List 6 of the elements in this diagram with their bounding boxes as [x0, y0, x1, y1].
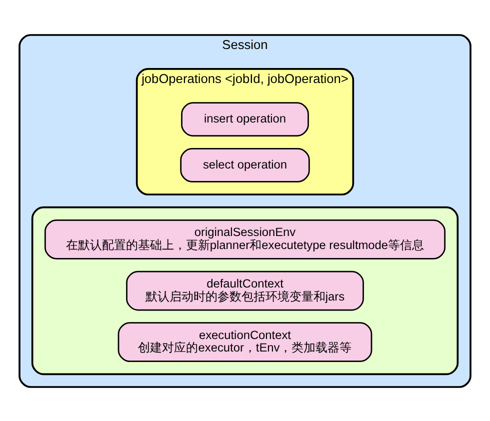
node-box: executionContext 创建对应的executor，tEnv，类加载器等 — [118, 322, 372, 362]
node-box: insert operation — [181, 102, 309, 136]
node-box: originalSessionEnv 在默认配置的基础上，更新planner和executetype resultmode等信息 — [44, 218, 446, 259]
cluster — [31, 206, 459, 375]
node-box: select operation — [180, 147, 310, 182]
node-box: defaultContext 默认启动时的参数包括环境变量和jars — [126, 270, 364, 310]
